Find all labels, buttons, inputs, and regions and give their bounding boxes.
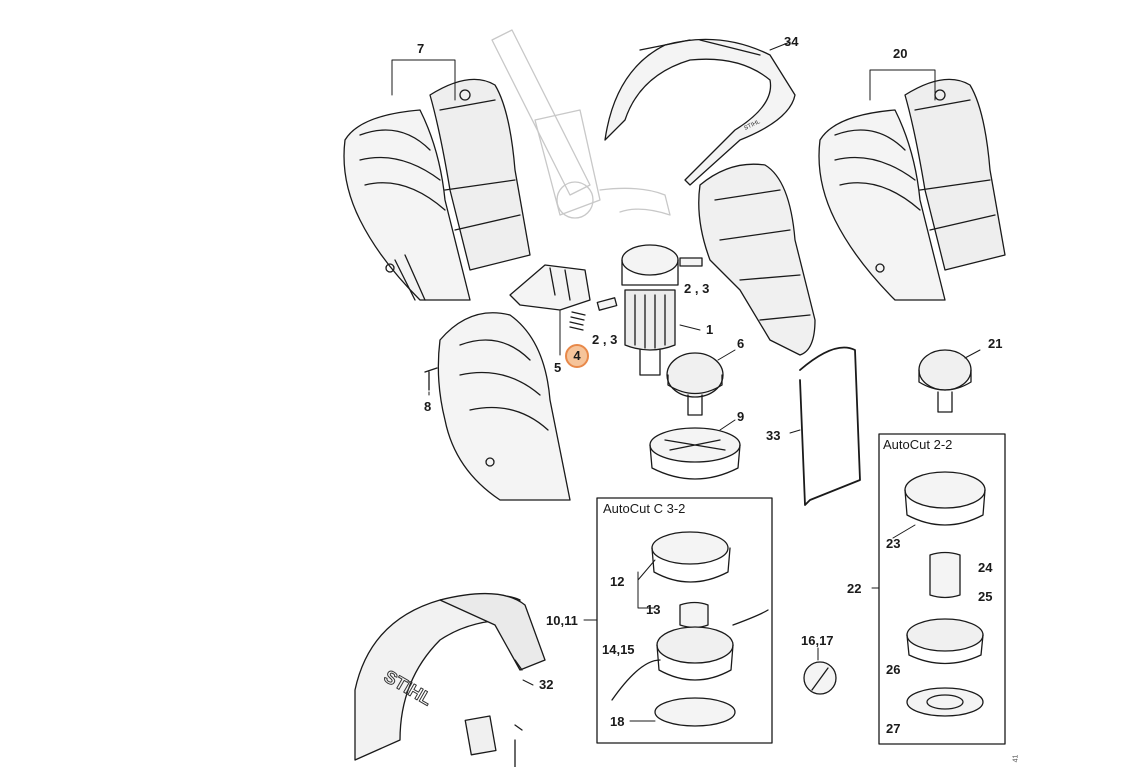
callout-1: 1 [706,322,714,337]
callout-6: 6 [737,336,745,351]
callout-32: 32 [539,677,554,692]
leader-lines [391,41,981,722]
autocut-c-3-2-label: AutoCut C 3-2 [603,501,686,516]
callout-14-15: 14,15 [602,642,635,657]
callout-2-3-top: 2 , 3 [684,281,710,296]
gear-part-21 [918,349,972,413]
callout-12: 12 [610,574,625,589]
autocut-2-box [878,433,1006,745]
autocut-c-box [596,497,773,744]
housing-cover-left [437,312,571,501]
handle-part-34: STIHL [604,38,796,186]
callout-16-17: 16,17 [801,633,834,648]
callout-34: 34 [784,34,799,49]
callout-8: 8 [424,399,432,414]
housing-part-20 [818,78,1006,301]
callout-2-3-bottom: 2 , 3 [592,332,618,347]
callout-20: 20 [893,46,908,61]
screw-part-8 [424,367,438,391]
callout-18: 18 [610,714,625,729]
callout-23: 23 [886,536,901,551]
motor-part-1 [621,244,679,376]
spring-part-4 [569,311,586,331]
hub-part-9 [649,427,741,480]
callout-24: 24 [978,560,993,575]
deflector-shield: STIHL [354,592,546,767]
callout-7: 7 [417,41,425,56]
switch-bracket-part-5 [509,264,591,311]
corner-mark: 41 [1012,754,1020,763]
callout-21: 21 [988,336,1003,351]
autocut-2-2-label: AutoCut 2-2 [883,437,953,452]
housing-center-half [698,163,816,356]
callout-26: 26 [886,662,901,677]
brush-pins [596,257,703,311]
line-cutter-part-16-17 [803,661,837,695]
callout-27: 27 [886,721,901,736]
callout-22: 22 [847,581,862,596]
wire-bail-part-33 [799,346,861,506]
callout-13: 13 [646,602,661,617]
housing-part-7 [343,78,531,301]
callout-9: 9 [737,409,745,424]
callout-33: 33 [766,428,781,443]
gear-part-6 [666,352,724,416]
callout-4-highlighted[interactable]: 4 [565,344,589,368]
callout-25: 25 [978,589,993,604]
callout-5: 5 [554,360,562,375]
callout-10-11: 10,11 [546,613,578,628]
ghost-shaft-outline [491,29,671,219]
